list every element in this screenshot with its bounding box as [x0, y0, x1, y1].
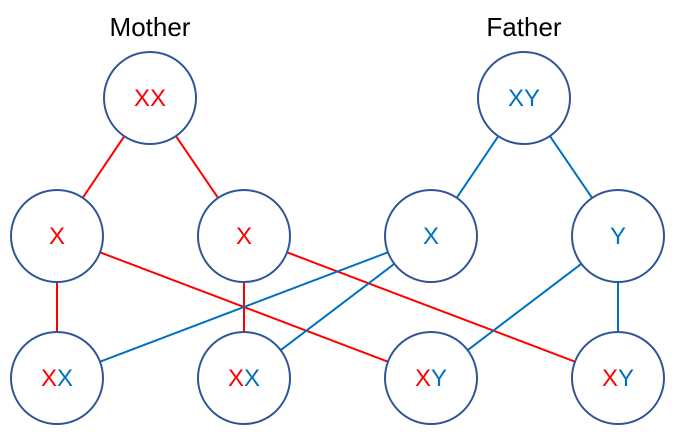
genotype-allele: X [49, 223, 65, 250]
node-circle [384, 331, 478, 425]
genotype-allele: X [236, 223, 252, 250]
node-gamete-m2: X [197, 189, 291, 283]
node-child-4: XY [571, 331, 665, 425]
edge-mother-to-gamete_m2 [175, 135, 219, 199]
node-circle [197, 331, 291, 425]
node-genotype-label: XY [415, 365, 447, 392]
node-genotype-label: X [49, 223, 65, 250]
node-genotype-label: XX [228, 365, 260, 392]
node-circle [10, 331, 104, 425]
node-circle [10, 189, 104, 283]
node-genotype-label: XY [508, 85, 540, 112]
genotype-allele: Y [431, 365, 447, 392]
edge-gamete_f1-to-child_2 [280, 263, 395, 351]
edge-gamete_m2-to-child_4 [286, 251, 576, 363]
genotype-allele: X [57, 365, 73, 392]
node-gamete-m1: X [10, 189, 104, 283]
node-circle [103, 51, 197, 145]
node-mother: XX [103, 51, 197, 145]
node-child-1: XX [10, 331, 104, 425]
node-circle [197, 189, 291, 283]
genotype-allele: XX [134, 85, 166, 112]
node-circle [571, 189, 665, 283]
node-genotype-label: XX [134, 85, 166, 112]
node-gamete-f2: Y [571, 189, 665, 283]
node-genotype-label: XY [602, 365, 634, 392]
node-circle [384, 189, 478, 283]
genotype-allele: XY [508, 85, 540, 112]
genotype-allele: X [41, 365, 57, 392]
edge-gamete_f1-to-child_1 [99, 251, 389, 363]
node-genotype-label: XX [41, 365, 73, 392]
genotype-allele: Y [610, 223, 626, 250]
node-genotype-label: X [423, 223, 439, 250]
genotype-allele: X [423, 223, 439, 250]
genotype-allele: X [244, 365, 260, 392]
genotype-allele: X [602, 365, 618, 392]
mother-label: Mother [110, 12, 191, 42]
node-child-3: XY [384, 331, 478, 425]
edges-layer [56, 135, 619, 363]
node-father: XY [477, 51, 571, 145]
edge-father-to-gamete_f1 [455, 135, 500, 199]
edge-father-to-gamete_f2 [549, 135, 593, 199]
node-gamete-f1: X [384, 189, 478, 283]
node-circle [477, 51, 571, 145]
node-genotype-label: X [236, 223, 252, 250]
genotype-allele: X [415, 365, 431, 392]
node-child-2: XX [197, 331, 291, 425]
node-circle [571, 331, 665, 425]
genotype-allele: X [228, 365, 244, 392]
father-label: Father [486, 12, 561, 42]
edge-gamete_f2-to-child_3 [467, 263, 582, 351]
node-genotype-label: Y [610, 223, 626, 250]
genotype-allele: Y [618, 365, 634, 392]
edge-mother-to-gamete_m1 [81, 135, 126, 199]
